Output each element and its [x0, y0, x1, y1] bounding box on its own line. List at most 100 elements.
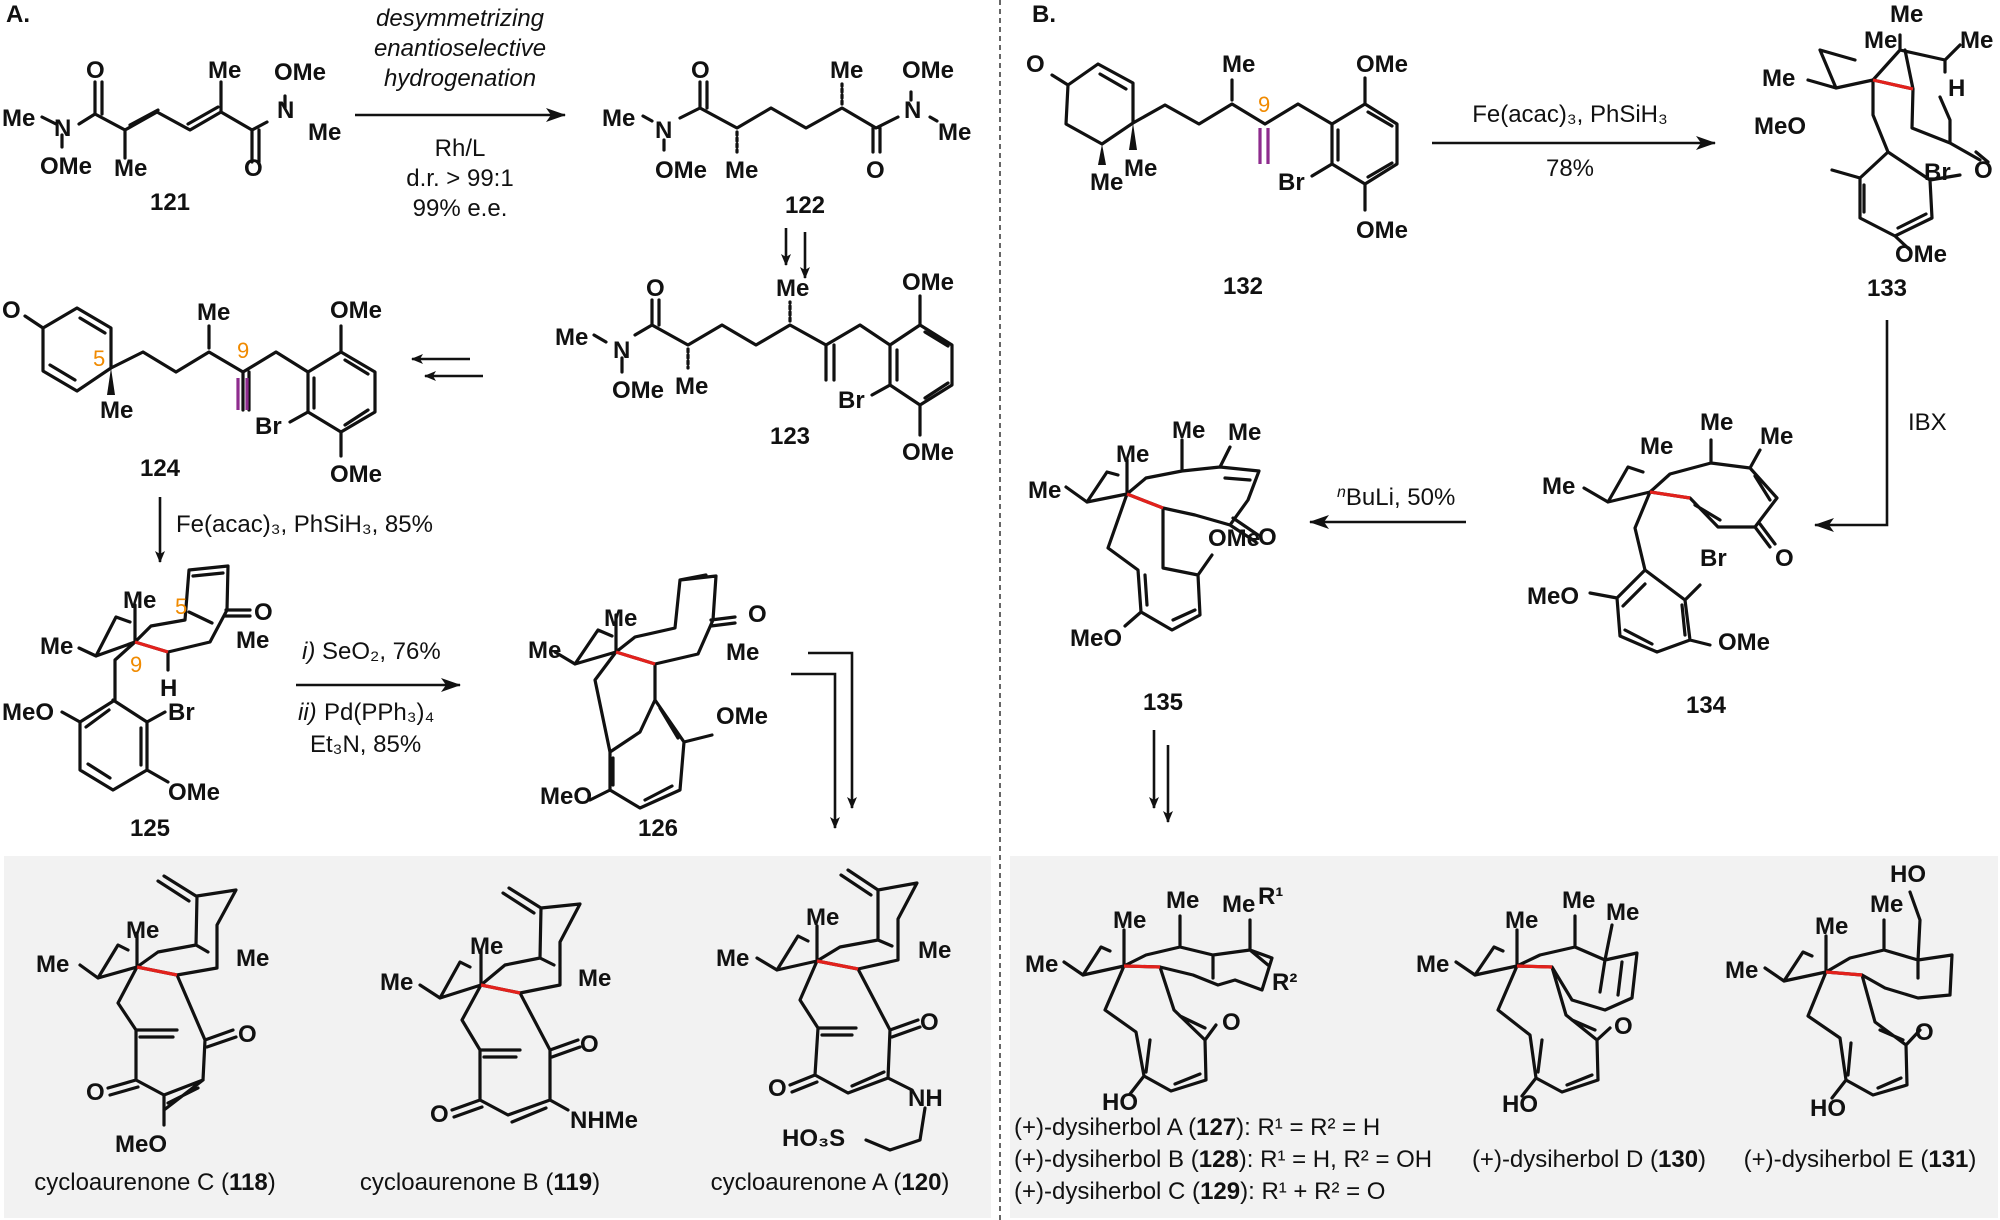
svg-text:Me: Me — [1700, 409, 1733, 436]
svg-text:Me: Me — [1640, 433, 1673, 460]
natural-product-120: Me Me Me O O NH HO₃S — [716, 868, 951, 1152]
locant-c9-132: 9 — [1258, 92, 1270, 117]
locant-c9-125: 9 — [130, 652, 142, 677]
svg-text:N: N — [904, 97, 921, 124]
svg-text:Me: Me — [1890, 1, 1923, 28]
compound-126: Me Me O Me OMe MeO 126 — [528, 573, 768, 842]
locant-c5: 5 — [93, 346, 105, 371]
svg-text:Me: Me — [1228, 419, 1261, 446]
svg-text:Br: Br — [838, 387, 865, 414]
svg-text:IBX: IBX — [1908, 409, 1947, 436]
svg-text:O: O — [86, 57, 105, 84]
svg-text:O: O — [1614, 1013, 1633, 1040]
svg-text:Me: Me — [197, 299, 230, 326]
svg-text:OMe: OMe — [1208, 525, 1260, 552]
svg-text:Me: Me — [602, 105, 635, 132]
svg-text:OMe: OMe — [716, 703, 768, 730]
svg-text:MeO: MeO — [1754, 113, 1806, 140]
svg-text:Me: Me — [1760, 423, 1793, 450]
compound-132: O Me Me Me Br OMe OMe 9 132 — [1026, 51, 1408, 300]
svg-text:Et₃N, 85%: Et₃N, 85% — [310, 731, 421, 758]
compound-label-123: 123 — [770, 423, 810, 450]
compound-121: Me N OMe O Me Me O OMe N Me 121 — [2, 57, 341, 216]
svg-text:enantioselective: enantioselective — [374, 35, 546, 62]
svg-text:N: N — [277, 97, 294, 124]
svg-text:Me: Me — [776, 275, 809, 302]
compound-label-122: 122 — [785, 192, 825, 219]
svg-text:Me: Me — [114, 155, 147, 182]
compound-label-133: 133 — [1867, 275, 1907, 302]
svg-text:Me: Me — [236, 945, 269, 972]
svg-text:O: O — [691, 57, 710, 84]
svg-text:Me: Me — [126, 917, 159, 944]
svg-text:MeO: MeO — [540, 783, 592, 810]
svg-text:Me: Me — [1870, 891, 1903, 918]
svg-text:H: H — [160, 675, 177, 702]
svg-text:OMe: OMe — [274, 59, 326, 86]
svg-text:desymmetrizing: desymmetrizing — [376, 5, 545, 32]
svg-text:Me: Me — [1025, 951, 1058, 978]
locant-c9: 9 — [237, 338, 249, 363]
svg-text:OMe: OMe — [1718, 629, 1770, 656]
svg-text:O: O — [430, 1101, 449, 1128]
natural-product-label-127: (+)-dysiherbol A (127): R¹ = R² = H — [1014, 1114, 1380, 1141]
svg-text:Br: Br — [168, 699, 195, 726]
svg-text:Me: Me — [1416, 951, 1449, 978]
svg-text:HO: HO — [1890, 861, 1926, 888]
natural-product-label-128: (+)-dysiherbol B (128): R¹ = H, R² = OH — [1014, 1146, 1432, 1173]
compound-label-126: 126 — [638, 815, 678, 842]
svg-text:R¹: R¹ — [1258, 883, 1283, 910]
svg-text:MeO: MeO — [2, 699, 54, 726]
svg-text:Me: Me — [675, 373, 708, 400]
svg-text:Me: Me — [1166, 887, 1199, 914]
svg-text:Me: Me — [1028, 477, 1061, 504]
svg-text:d.r. > 99:1: d.r. > 99:1 — [406, 165, 513, 192]
svg-text:MeO: MeO — [1527, 583, 1579, 610]
svg-text:Me: Me — [2, 105, 35, 132]
svg-text:Me: Me — [1222, 891, 1255, 918]
svg-text:O: O — [2, 297, 21, 324]
svg-text:O: O — [866, 157, 885, 184]
svg-text:Me: Me — [1725, 957, 1758, 984]
arrow-126-to-cycloaurenones-b — [791, 672, 840, 829]
svg-text:OMe: OMe — [330, 297, 382, 324]
compound-122: Me N OMe O Me Me O OMe N Me 122 — [602, 57, 971, 219]
svg-text:H: H — [1948, 75, 1965, 102]
svg-text:99% e.e.: 99% e.e. — [413, 195, 508, 222]
svg-text:Me: Me — [726, 639, 759, 666]
compound-135: Me Me Me Me O OMe MeO 135 — [1028, 417, 1277, 716]
svg-text:Me: Me — [208, 57, 241, 84]
compound-125: Me Me O Me H Br MeO OMe 5 9 125 — [2, 564, 273, 842]
svg-text:NH: NH — [908, 1085, 943, 1112]
svg-text:Me: Me — [528, 637, 561, 664]
svg-text:MeO: MeO — [115, 1131, 167, 1158]
svg-text:Me: Me — [1172, 417, 1205, 444]
svg-text:78%: 78% — [1546, 155, 1594, 182]
compound-label-125: 125 — [130, 815, 170, 842]
svg-text:Br: Br — [1924, 159, 1951, 186]
svg-text:OMe: OMe — [902, 439, 954, 466]
natural-product-label-118: cycloaurenone C (118) — [34, 1169, 276, 1196]
natural-product-127-129: Me Me Me Me R¹ R² O HO — [1025, 883, 1297, 1116]
svg-text:Me: Me — [380, 969, 413, 996]
svg-text:R²: R² — [1272, 969, 1297, 996]
natural-product-131: Me Me Me HO O HO — [1725, 861, 1954, 1122]
svg-text:nBuLi, 50%: nBuLi, 50% — [1337, 484, 1455, 511]
natural-product-label-120: cycloaurenone A (120) — [711, 1169, 950, 1196]
svg-text:Me: Me — [1116, 441, 1149, 468]
svg-text:Me: Me — [36, 951, 69, 978]
compound-134: Me Me Me Me Br O MeO OMe 134 — [1527, 409, 1794, 719]
natural-product-118: Me Me Me O O MeO — [36, 874, 269, 1158]
svg-text:Me: Me — [123, 587, 156, 614]
svg-text:ii): ii) — [298, 699, 317, 726]
natural-product-label-131: (+)-dysiherbol E (131) — [1744, 1146, 1977, 1173]
svg-text:hydrogenation: hydrogenation — [384, 65, 536, 92]
svg-text:Me: Me — [578, 965, 611, 992]
svg-text:Me: Me — [716, 945, 749, 972]
svg-text:Me: Me — [1222, 51, 1255, 78]
svg-text:Me: Me — [236, 627, 269, 654]
svg-text:OMe: OMe — [902, 57, 954, 84]
svg-text:SeO₂, 76%: SeO₂, 76% — [322, 638, 441, 665]
natural-product-label-129: (+)-dysiherbol C (129): R¹ + R² = O — [1014, 1178, 1385, 1205]
panel-label-b: B. — [1032, 1, 1056, 28]
